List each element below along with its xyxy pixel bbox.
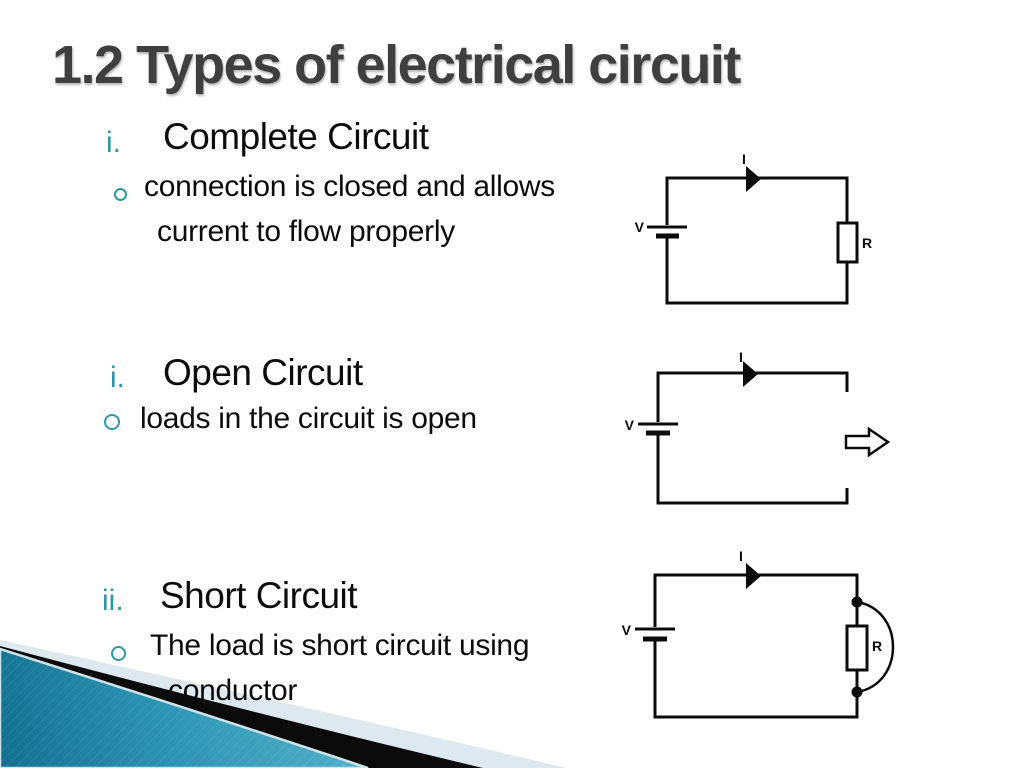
resistor-icon xyxy=(845,624,869,672)
current-arrow-icon xyxy=(743,361,758,387)
body-text-line: connection is closed and allows xyxy=(144,170,555,203)
list-marker-open: i. xyxy=(110,361,125,394)
current-label: I xyxy=(742,151,746,167)
complete-circuit-diagram: I V R xyxy=(635,151,872,305)
resistor-label: R xyxy=(862,235,872,251)
current-label: I xyxy=(739,548,743,564)
page-title: 1.2 Types of electrical circuit xyxy=(52,35,741,95)
teal-triangle-texture xyxy=(0,649,368,768)
heading-short-circuit: Short Circuit xyxy=(160,575,358,616)
circuit-wire xyxy=(653,573,859,719)
open-gap-arrow-icon xyxy=(844,426,891,458)
current-label: I xyxy=(739,349,743,365)
body-text-line: current to flow properly xyxy=(157,215,455,248)
junction-dot-top xyxy=(851,596,863,608)
circuit-wire-bottom xyxy=(656,435,849,505)
resistor-label: R xyxy=(872,638,882,654)
voltage-label: V xyxy=(622,622,632,638)
corner-decoration xyxy=(0,640,566,768)
list-marker-complete: i. xyxy=(106,126,121,159)
heading-open-circuit: Open Circuit xyxy=(163,352,363,393)
voltage-label: V xyxy=(625,417,635,433)
heading-complete-circuit: Complete Circuit xyxy=(163,116,429,157)
short-circuit-diagram: I V R xyxy=(622,548,895,719)
battery-icon xyxy=(635,627,675,642)
battery-icon xyxy=(638,422,678,436)
junction-dot-bottom xyxy=(851,686,863,698)
battery-icon xyxy=(647,225,687,239)
current-arrow-icon xyxy=(746,166,761,192)
sub-bullet-circle-icon xyxy=(104,414,120,430)
body-text-line: The load is short circuit using xyxy=(150,629,530,662)
open-circuit-diagram: I V xyxy=(625,349,891,505)
circuit-wire xyxy=(665,176,849,305)
body-text-line: conductor xyxy=(168,674,298,707)
list-marker-short: ii. xyxy=(102,584,124,617)
short-conductor-arc xyxy=(856,600,895,694)
sub-bullet-circle-icon xyxy=(114,188,127,201)
sub-bullet-circle-icon xyxy=(111,646,126,661)
body-text-line: loads in the circuit is open xyxy=(140,402,477,435)
circuit-wire-top xyxy=(656,371,849,422)
voltage-label: V xyxy=(635,219,645,235)
current-arrow-icon xyxy=(746,563,761,589)
resistor-icon xyxy=(836,221,859,264)
